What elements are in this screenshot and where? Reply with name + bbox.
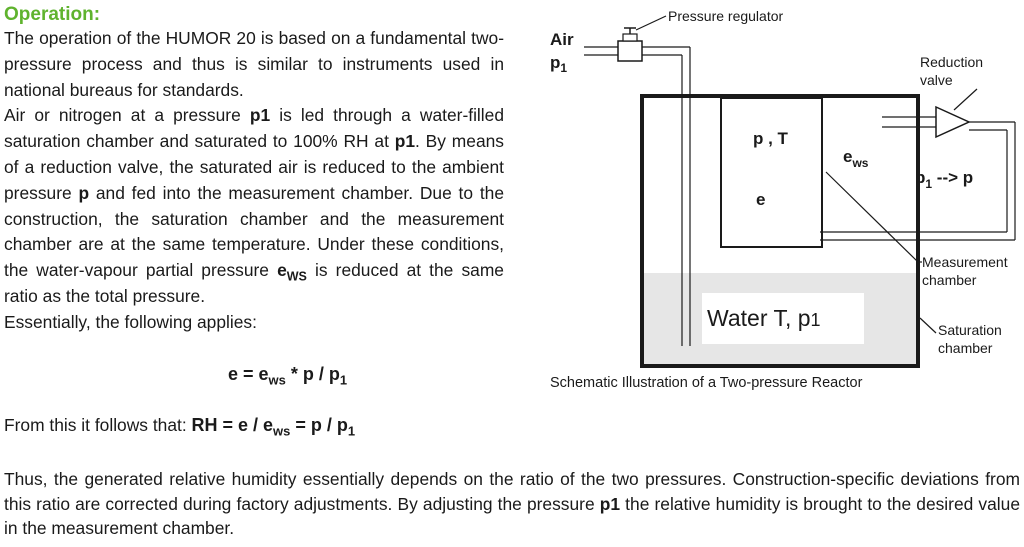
measurement-chamber-label-1: Measurement <box>922 254 1008 270</box>
air-label: Air <box>550 30 574 49</box>
pressure-regulator-pointer <box>635 15 667 31</box>
humidity-formula: e = ews * p / p1 <box>228 364 348 388</box>
two-pressure-reactor-diagram: Air p1 Pressure regulator Reduction valv… <box>550 8 1016 391</box>
applies-line: Essentially, the following applies: <box>4 311 257 332</box>
ews-label: ews <box>843 147 869 170</box>
section-heading: Operation: <box>4 4 101 25</box>
reduction-valve-label-1: Reduction <box>920 54 983 70</box>
saturation-chamber-box <box>640 94 920 368</box>
diagram-caption: Schematic Illustration of a Two-pressure… <box>550 375 863 391</box>
reduction-valve-label-2: valve <box>920 72 953 88</box>
process-paragraph: Air or nitrogen at a pressure p1 is led … <box>4 105 505 306</box>
e-label: e <box>756 190 765 209</box>
intro-paragraph: The operation of the HUMOR 20 is based o… <box>4 28 504 100</box>
measurement-chamber-label-2: chamber <box>922 272 977 288</box>
saturation-pointer <box>919 317 937 334</box>
saturation-chamber-label-2: chamber <box>938 340 993 356</box>
operation-text: The operation of the HUMOR 20 is based o… <box>4 26 504 336</box>
rh-formula-line: From this it follows that: RH = e / ews … <box>4 415 356 439</box>
pressure-ratio-label: p1 --> p <box>915 168 973 191</box>
saturation-chamber-label-1: Saturation <box>938 322 1002 338</box>
pressure-regulator-icon <box>617 27 643 62</box>
pressure-regulator-label: Pressure regulator <box>668 8 784 24</box>
measurement-chamber-box <box>720 97 823 248</box>
reduction-valve-pointer <box>953 88 978 111</box>
measurement-pointer <box>825 171 919 263</box>
valve-pipes <box>820 116 1016 241</box>
air-pressure-label: p1 <box>550 53 567 75</box>
water-label-box <box>702 293 864 344</box>
conclusion-paragraph: Thus, the generated relative humidity es… <box>4 469 1021 538</box>
pt-label: p , T <box>753 129 789 148</box>
air-inlet-pipe <box>584 46 691 346</box>
reduction-valve-icon <box>935 105 971 139</box>
water-label: Water T, p1 <box>707 305 821 331</box>
